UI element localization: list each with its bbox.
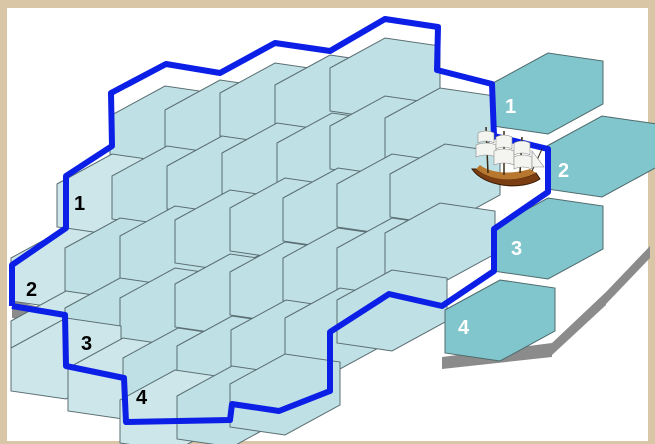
right-edge-label-4: 4 bbox=[458, 317, 470, 339]
right-edge-label-3: 3 bbox=[511, 238, 522, 260]
left-edge-label-4: 4 bbox=[136, 387, 148, 409]
left-edge-label-3: 3 bbox=[81, 333, 92, 355]
right-edge-label-1: 1 bbox=[505, 96, 516, 118]
left-edge-label-2: 2 bbox=[26, 279, 37, 301]
left-edge-label-1: 1 bbox=[74, 193, 85, 215]
right-edge-label-2: 2 bbox=[558, 160, 569, 182]
